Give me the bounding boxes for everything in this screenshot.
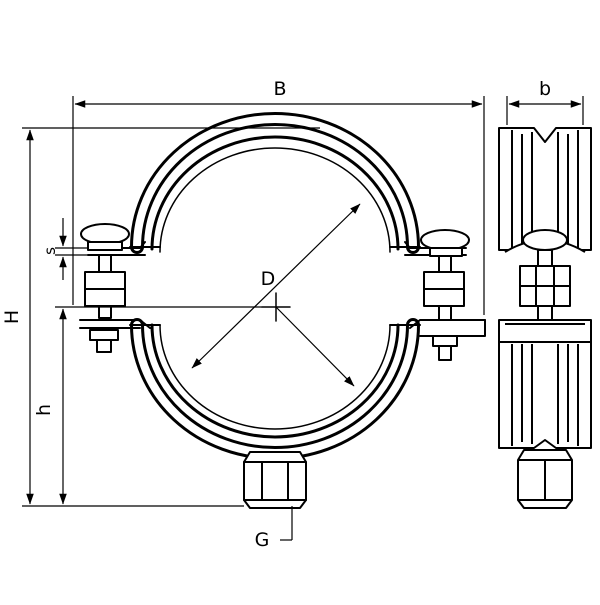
side-view — [498, 127, 592, 509]
threaded-nut — [243, 451, 307, 509]
dim-label-D: D — [261, 268, 276, 290]
side-bolt — [519, 249, 571, 321]
lower-clamp-band — [129, 318, 421, 460]
upper-clamp-band — [129, 112, 421, 254]
side-lower-shell — [498, 319, 592, 449]
right-bolt-assembly — [420, 229, 470, 361]
dim-label-B: B — [273, 78, 286, 100]
front-view — [79, 112, 486, 509]
dim-label-s: s — [41, 247, 59, 255]
dimension-lines — [22, 96, 584, 541]
dim-label-G: G — [255, 529, 270, 551]
dim-label-b: b — [539, 78, 551, 100]
left-bolt-assembly — [80, 223, 130, 353]
side-nut — [517, 449, 573, 509]
dim-label-h: h — [33, 404, 55, 416]
dim-label-H: H — [1, 310, 23, 324]
side-upper-shell — [498, 127, 592, 253]
